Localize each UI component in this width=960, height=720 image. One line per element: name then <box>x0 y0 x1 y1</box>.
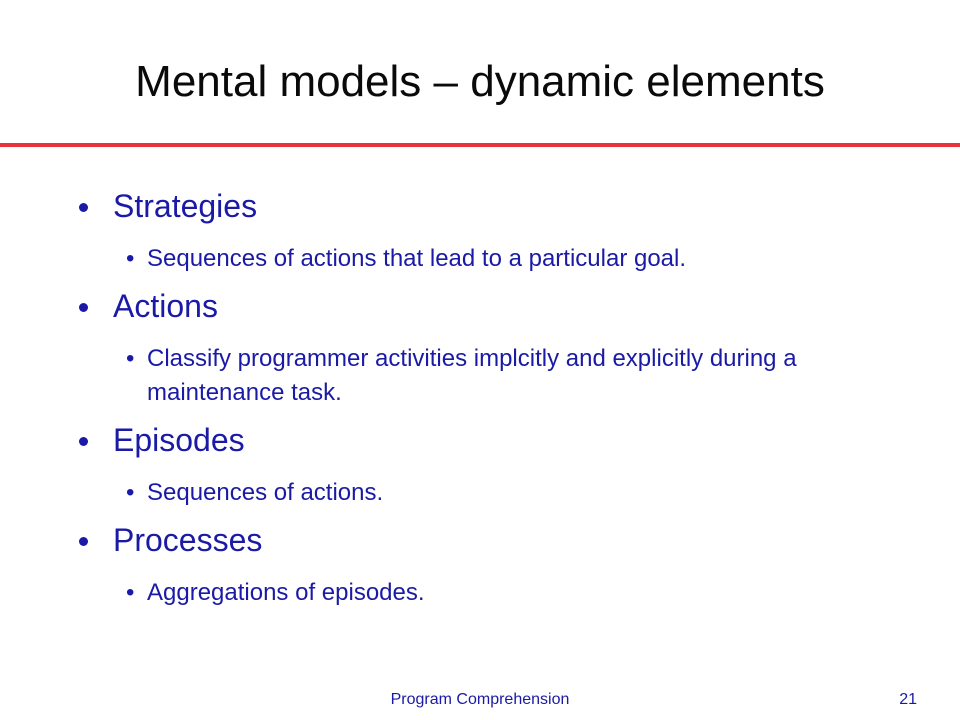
bullet-level1: Strategies <box>76 186 926 226</box>
bullet-small-icon: • <box>126 345 135 372</box>
sub-bullet-text: Classify programmer activities implcitly… <box>147 345 797 406</box>
bullet-list: Strategies • Sequences of actions that l… <box>76 186 926 620</box>
bullet-label: Processes <box>113 522 263 558</box>
list-item: Processes • Aggregations of episodes. <box>76 520 926 610</box>
bullet-dot-icon <box>79 203 88 212</box>
page-number: 21 <box>899 691 917 708</box>
slide-title: Mental models – dynamic elements <box>135 57 825 106</box>
sub-bullet-text: Aggregations of episodes. <box>147 579 425 606</box>
bullet-label: Actions <box>113 288 218 324</box>
bullet-level1: Episodes <box>76 420 926 460</box>
bullet-small-icon: • <box>126 479 135 506</box>
bullet-level1: Actions <box>76 286 926 326</box>
bullet-level2: • Sequences of actions. <box>126 476 926 510</box>
footer-title: Program Comprehension <box>390 691 570 708</box>
bullet-label: Strategies <box>113 188 258 224</box>
bullet-level2: • Aggregations of episodes. <box>126 576 926 610</box>
bullet-dot-icon <box>79 537 88 546</box>
sub-bullet-text: Sequences of actions. <box>147 479 384 506</box>
sub-bullet-text: Sequences of actions that lead to a part… <box>147 245 687 272</box>
bullet-level2: • Classify programmer activities implcit… <box>126 342 926 410</box>
list-item: Strategies • Sequences of actions that l… <box>76 186 926 276</box>
bullet-small-icon: • <box>126 579 135 606</box>
title-divider <box>0 143 960 147</box>
bullet-label: Episodes <box>113 422 245 458</box>
bullet-dot-icon <box>79 303 88 312</box>
bullet-level2: • Sequences of actions that lead to a pa… <box>126 242 926 276</box>
bullet-small-icon: • <box>126 245 135 272</box>
bullet-level1: Processes <box>76 520 926 560</box>
list-item: Episodes • Sequences of actions. <box>76 420 926 510</box>
bullet-dot-icon <box>79 437 88 446</box>
list-item: Actions • Classify programmer activities… <box>76 286 926 410</box>
